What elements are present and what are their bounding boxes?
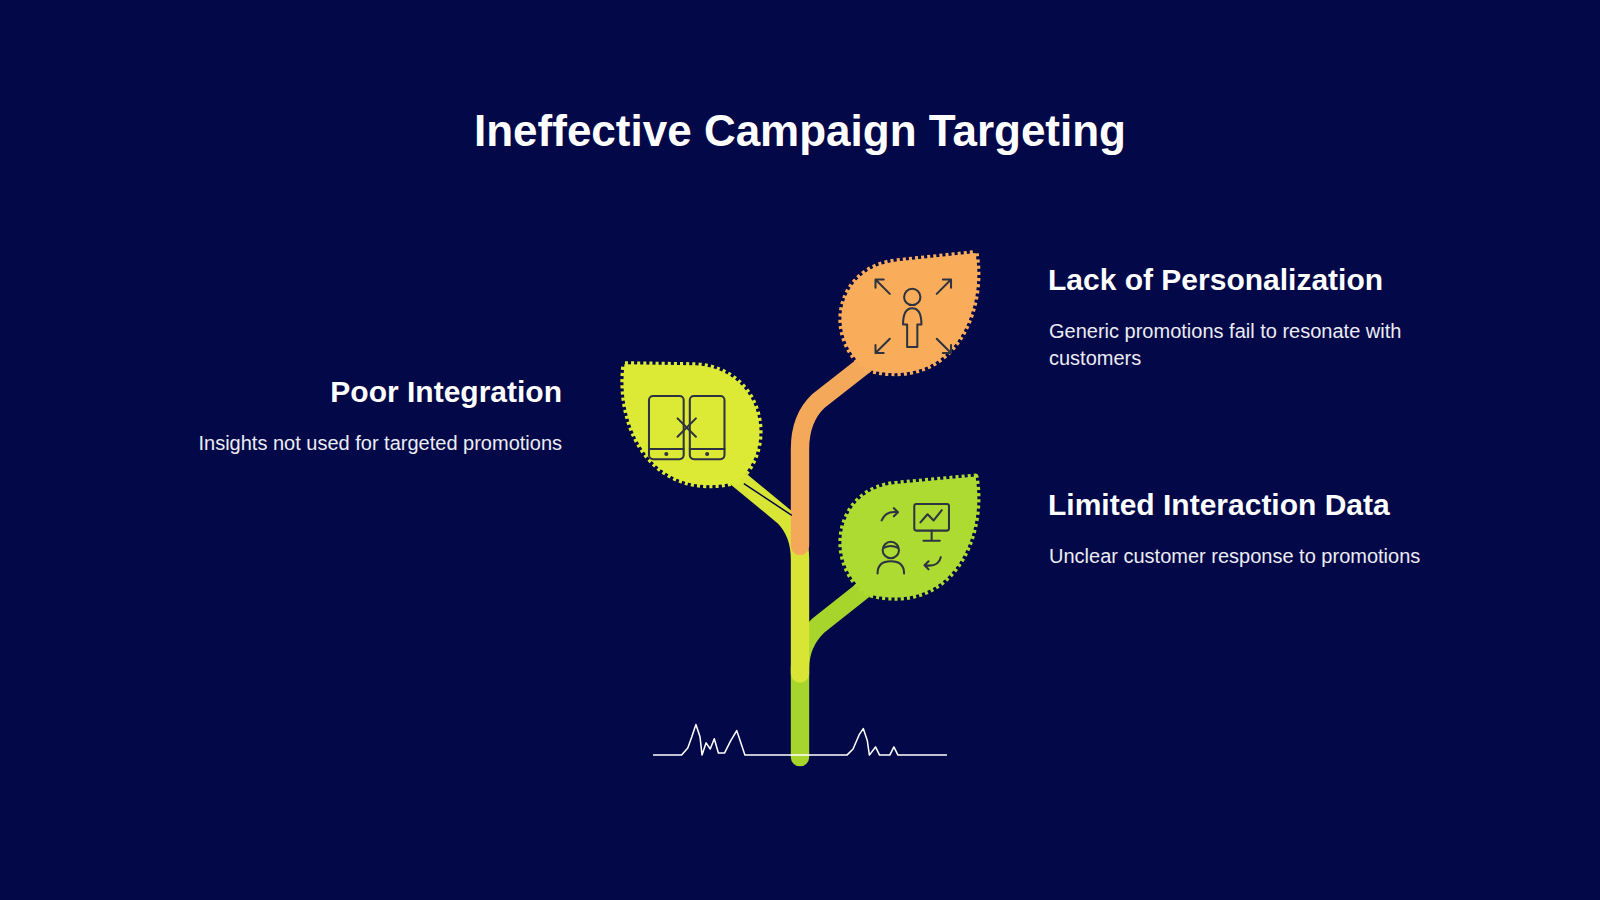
point-heading: Lack of Personalization [1048, 263, 1383, 297]
point-description: Generic promotions fail to resonate with… [1049, 318, 1424, 372]
diagram-title: Ineffective Campaign Targeting [0, 106, 1600, 156]
point-heading: Poor Integration [330, 375, 562, 409]
point-description: Insights not used for targeted promotion… [187, 430, 562, 457]
point-heading: Limited Interaction Data [1048, 488, 1390, 522]
point-description: Unclear customer response to promotions [1049, 543, 1424, 570]
